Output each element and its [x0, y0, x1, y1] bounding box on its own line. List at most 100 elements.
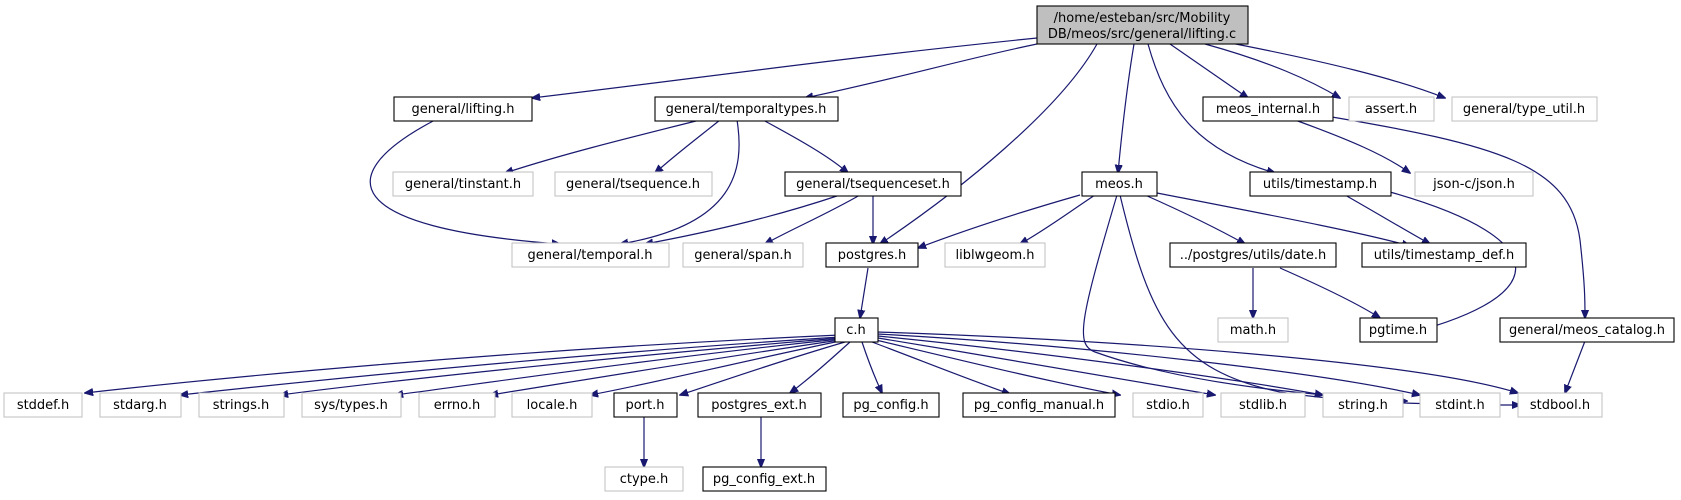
node-label: general/meos_catalog.h: [1509, 323, 1665, 338]
edge-c-h-to-stdlib-h: [877, 337, 1215, 395]
root-node-lifting-c: /home/esteban/src/Mobility DB/meos/src/g…: [1036, 5, 1249, 45]
root-node-line-2: DB/meos/src/general/lifting.c: [1048, 27, 1236, 42]
node-stddef-h: stddef.h: [3, 392, 83, 418]
edge-temporaltypes-h-to-tinstant-h: [505, 119, 701, 173]
node-label: string.h: [1338, 398, 1388, 413]
edge-c-h-to-stddef-h: [85, 334, 841, 393]
node-label: stdio.h: [1146, 398, 1190, 413]
edge-c-h-to-locale-h: [590, 340, 841, 395]
edge-temporaltypes-h-to-tsequenceset-h: [762, 119, 848, 173]
edge-c-h-to-stdint-h: [877, 333, 1420, 395]
node-label: postgres.h: [838, 248, 907, 263]
node-meos-catalog-h[interactable]: general/meos_catalog.h: [1499, 317, 1675, 343]
node-label: errno.h: [434, 398, 481, 413]
edge-c-h-to-strings-h: [280, 337, 841, 395]
edge-root-to-type-util-h: [1214, 39, 1445, 98]
node-label: json-c/json.h: [1432, 177, 1515, 192]
edge-meos-h-to-stdbool-h: [1119, 194, 1520, 405]
node-stdint-h: stdint.h: [1419, 392, 1501, 418]
node-errno-h: errno.h: [418, 392, 496, 418]
node-label: general/type_util.h: [1463, 102, 1585, 117]
edge-meos-catalog-h-to-stdbool-h: [1565, 340, 1586, 393]
nodes: /home/esteban/src/Mobility DB/meos/src/g…: [3, 5, 1675, 492]
root-node-line-1: /home/esteban/src/Mobility: [1054, 11, 1231, 26]
node-label: utils/timestamp_def.h: [1374, 248, 1515, 263]
edge-root-to-assert-h: [1204, 43, 1340, 98]
node-label: meos.h: [1095, 177, 1143, 192]
node-stdlib-h: stdlib.h: [1220, 392, 1306, 418]
node-string-h: string.h: [1322, 392, 1404, 418]
node-label: general/tsequence.h: [566, 177, 700, 192]
node-temporaltypes-h[interactable]: general/temporaltypes.h: [654, 96, 839, 122]
node-label: assert.h: [1365, 102, 1417, 117]
node-label: sys/types.h: [314, 398, 388, 413]
node-liblwgeom-h: liblwgeom.h: [944, 242, 1046, 268]
edge-temporaltypes-h-to-tsequence-h: [655, 119, 721, 173]
node-label: port.h: [625, 398, 664, 413]
edge-root-to-meos-internal-h: [1169, 43, 1248, 98]
edge-c-h-to-pg-config-h: [861, 341, 882, 393]
node-label: pg_config_manual.h: [974, 398, 1104, 413]
node-pg-config-ext-h[interactable]: pg_config_ext.h: [702, 466, 827, 492]
edge-meos-h-to-postgres-h: [918, 194, 1081, 248]
node-label: pg_config_ext.h: [713, 472, 815, 487]
node-strings-h: strings.h: [198, 392, 285, 418]
node-port-h[interactable]: port.h: [613, 392, 678, 418]
node-timestamp-def-h[interactable]: utils/timestamp_def.h: [1361, 242, 1527, 268]
edge-meos-h-to-date-h: [1144, 194, 1245, 244]
node-assert-h: assert.h: [1348, 96, 1435, 122]
node-date-h[interactable]: ../postgres/utils/date.h: [1169, 242, 1337, 268]
edge-c-h-to-errno-h: [490, 339, 841, 395]
node-tsequence-h: general/tsequence.h: [554, 171, 713, 197]
edge-temporaltypes-h-to-temporal-h: [620, 119, 740, 244]
node-label: ../postgres/utils/date.h: [1180, 248, 1327, 263]
node-lifting-h[interactable]: general/lifting.h: [393, 96, 533, 122]
node-timestamp-h[interactable]: utils/timestamp.h: [1249, 171, 1392, 197]
node-label: general/temporaltypes.h: [666, 102, 827, 117]
node-tsequenceset-h[interactable]: general/tsequenceset.h: [784, 171, 962, 197]
node-label: strings.h: [213, 398, 269, 413]
node-label: general/lifting.h: [412, 102, 515, 117]
edge-c-h-to-postgres-ext-h: [790, 341, 851, 393]
edge-lifting-h-to-temporal-h: [369, 119, 560, 244]
node-label: pg_config.h: [853, 398, 928, 413]
edge-root-to-temporaltypes-h: [805, 43, 1038, 98]
node-label: general/temporal.h: [527, 248, 652, 263]
node-json-h: json-c/json.h: [1414, 171, 1534, 197]
edge-timestamp-h-to-pgtime-h: [1390, 191, 1517, 338]
node-postgres-ext-h[interactable]: postgres_ext.h: [697, 392, 822, 418]
node-meos-h[interactable]: meos.h: [1081, 171, 1158, 197]
node-c-h[interactable]: c.h: [834, 317, 879, 343]
node-span-h: general/span.h: [682, 242, 804, 268]
node-pg-config-manual-h[interactable]: pg_config_manual.h: [962, 392, 1116, 418]
node-label: math.h: [1230, 323, 1276, 338]
node-stdio-h: stdio.h: [1132, 392, 1204, 418]
node-math-h: math.h: [1217, 317, 1289, 343]
node-pgtime-h[interactable]: pgtime.h: [1359, 317, 1438, 343]
node-label: liblwgeom.h: [956, 248, 1035, 263]
node-type-util-h: general/type_util.h: [1451, 96, 1598, 122]
edge-date-h-to-pgtime-h: [1279, 267, 1380, 318]
edge-meos-h-to-stdint-h: [1082, 194, 1407, 401]
node-ctype-h: ctype.h: [604, 466, 684, 492]
node-pg-config-h[interactable]: pg_config.h: [842, 392, 940, 418]
edge-tsequenceset-h-to-temporal-h: [645, 194, 841, 244]
edge-timestamp-h-to-timestamp-def-h: [1344, 194, 1430, 244]
node-label: stdlib.h: [1239, 398, 1287, 413]
node-label: general/tsequenceset.h: [796, 177, 950, 192]
edge-c-h-to-string-h: [877, 335, 1323, 395]
node-stdbool-h: stdbool.h: [1517, 392, 1603, 418]
edge-c-h-to-stdbool-h: [877, 331, 1518, 393]
node-label: c.h: [846, 323, 866, 338]
node-meos-internal-h[interactable]: meos_internal.h: [1202, 96, 1334, 122]
node-sys-types-h: sys/types.h: [301, 392, 402, 418]
edge-c-h-to-sys-types-h: [395, 338, 841, 395]
node-temporal-h: general/temporal.h: [511, 242, 670, 268]
edge-meos-h-to-liblwgeom-h: [1020, 194, 1096, 244]
node-locale-h: locale.h: [511, 392, 593, 418]
node-postgres-h[interactable]: postgres.h: [825, 242, 919, 268]
node-label: meos_internal.h: [1216, 102, 1320, 117]
node-label: stdint.h: [1435, 398, 1484, 413]
node-label: stdbool.h: [1530, 398, 1590, 413]
